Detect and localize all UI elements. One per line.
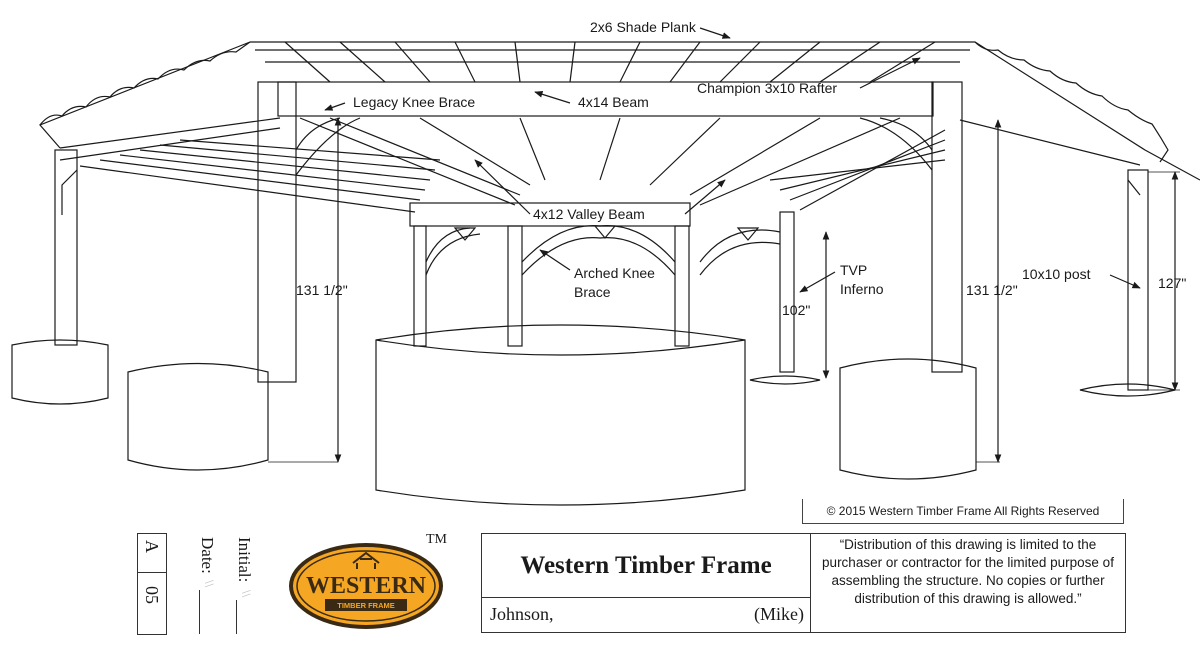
label-beam: 4x14 Beam [578, 94, 649, 110]
sheet-number-box: A 05 [137, 533, 167, 635]
label-post: 10x10 post [1022, 266, 1091, 282]
footing-center [375, 324, 746, 506]
client-last-name: Johnson, [490, 604, 554, 624]
right-near-post [931, 81, 963, 373]
label-champion-rafter: Champion 3x10 Rafter [697, 80, 837, 96]
dim-tvp-height: 102" [782, 302, 810, 318]
svg-text:TIMBER FRAME: TIMBER FRAME [337, 601, 395, 610]
svg-text:WESTERN: WESTERN [306, 573, 427, 599]
rafter-tails-left [39, 41, 251, 126]
initial-value: \\ [239, 590, 254, 598]
far-right-post [1127, 169, 1149, 391]
footing-tvp [749, 375, 821, 385]
pergola-drawing: 2x6 Shade Plank Champion 3x10 Rafter Leg… [11, 19, 1200, 506]
valley-beam [409, 202, 691, 227]
label-tvp-1: TVP [840, 262, 867, 278]
label-arched-knee-2: Brace [574, 284, 611, 300]
dim-right-height: 131 1/2" [966, 282, 1018, 298]
footing-left [127, 362, 269, 471]
footing-far-left [11, 339, 109, 405]
label-arched-knee-1: Arched Knee [574, 265, 655, 281]
label-tvp-2: Inferno [840, 281, 884, 297]
company-name: Western Timber Frame [482, 534, 811, 598]
arched-knee-brace [425, 227, 471, 263]
dim-left-height: 131 1/2" [296, 282, 348, 298]
footing-right [839, 358, 977, 480]
client-name: Johnson, (Mike) [482, 598, 811, 632]
label-valley-beam: 4x12 Valley Beam [533, 206, 645, 222]
western-timber-frame-logo: WESTERN TIMBER FRAME [289, 543, 443, 629]
label-legacy-knee-brace: Legacy Knee Brace [353, 94, 475, 110]
rafter-tails-right [974, 41, 1169, 163]
distribution-notice: “Distribution of this drawing is limited… [822, 537, 1114, 606]
client-first-name: (Mike) [754, 604, 804, 624]
trademark: TM [426, 532, 447, 547]
label-shade-plank: 2x6 Shade Plank [590, 19, 697, 35]
sheet-letter: A [142, 540, 162, 553]
date-label: Date: [198, 537, 217, 574]
initial-label: Initial: [235, 537, 254, 583]
dim-far-right-height: 127" [1158, 275, 1186, 291]
left-near-post [257, 81, 297, 383]
sheet-number: 05 [142, 586, 162, 604]
date-value: \\ [202, 580, 217, 588]
copyright-notice: © 2015 Western Timber Frame All Rights R… [802, 499, 1124, 524]
roof-outline-right [250, 41, 1200, 181]
title-block: Western Timber Frame Johnson, (Mike) “Di… [481, 533, 1126, 633]
front-beam [277, 81, 934, 117]
roof-outline-left [38, 41, 251, 149]
far-left-post [54, 149, 78, 346]
